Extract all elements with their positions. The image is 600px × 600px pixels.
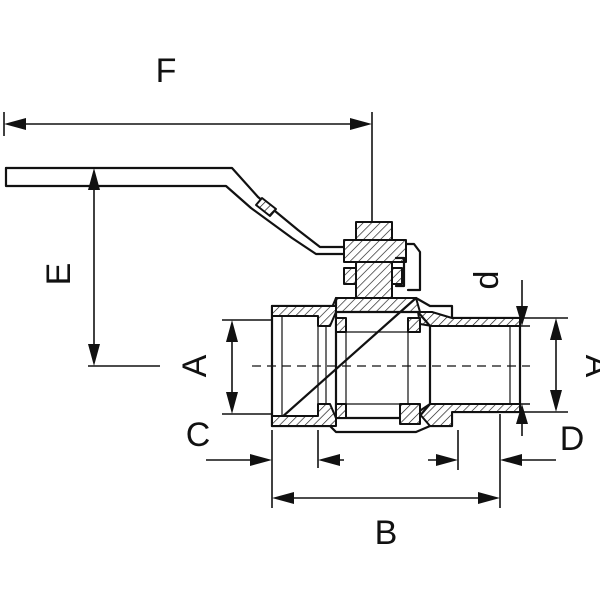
dimension-a-left: A	[176, 319, 272, 415]
dimension-label-d: d	[468, 271, 506, 290]
valve-handle	[4, 166, 352, 256]
dimension-d-upper: D	[428, 414, 584, 508]
dimension-label-a-right: A	[578, 355, 600, 378]
dimension-d: d	[468, 271, 530, 436]
dimension-label-e: E	[40, 263, 78, 286]
dimension-f: F	[3, 52, 373, 222]
dimension-c: C	[186, 416, 344, 508]
dimension-a-right: A	[520, 317, 600, 413]
dimension-b: B	[272, 492, 500, 552]
dimension-label-b: B	[375, 514, 398, 552]
dimension-label-D: D	[560, 420, 585, 458]
valve-stem	[329, 221, 422, 313]
valve-body	[252, 296, 530, 434]
dimension-e: E	[40, 168, 160, 367]
dimension-label-c: C	[186, 416, 211, 454]
dimension-label-f: F	[156, 52, 177, 90]
dimension-label-a-left: A	[176, 354, 214, 377]
